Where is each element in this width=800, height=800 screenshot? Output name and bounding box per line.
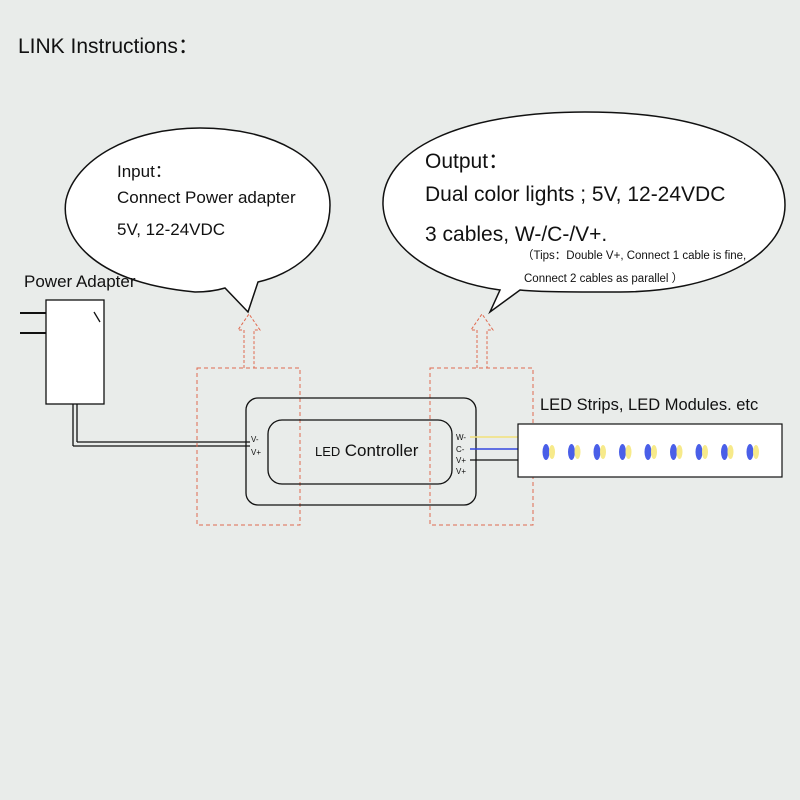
output-tip-line2: Connect 2 cables as parallel ） [524,273,684,285]
output-terminal-highlight [429,367,534,526]
input-terminal-highlight [196,367,301,526]
led-chip-warm [702,445,708,459]
output-pin-v-plus-2: V+ [456,467,467,476]
output-pin-v-plus-1: V+ [456,456,467,465]
power-adapter-label: Power Adapter [24,272,136,291]
led-chip-cool [644,444,652,460]
power-adapter-icon [20,299,250,447]
led-chip-warm [600,445,606,459]
controller-label-big: Controller [344,441,419,460]
led-chip-cool [542,444,550,460]
led-controller-inner [267,419,453,485]
output-tip-line1: （Tips：Double V+, Connect 1 cable is fine… [522,250,747,262]
led-chip-cool [670,444,677,460]
led-chip-cool [721,444,728,460]
led-chips [542,444,759,460]
output-cables: 3 cables, W-/C-/V+. [425,223,608,246]
controller-label-small: LED [315,444,341,459]
led-chip-warm [676,445,683,459]
led-chip-warm [753,445,759,459]
led-strip-label: LED Strips, LED Modules. etc [540,396,759,414]
led-chip-warm [651,445,657,459]
output-pin-w: W- [456,433,467,442]
led-chip-cool [593,444,601,460]
led-chip-cool [695,444,703,460]
led-chip-warm [549,445,555,459]
output-arrow-icon [470,313,494,368]
led-chip-warm [625,445,632,459]
led-controller-body [245,397,477,506]
output-speech-bubble [382,111,786,315]
input-arrow-icon [237,313,261,368]
led-chip-warm [727,445,734,459]
input-pin-v-plus: V+ [251,448,262,457]
output-heading: Output： [425,150,510,173]
output-pin-c: C- [456,445,465,454]
output-text: Dual color lights ; 5V, 12-24VDC [425,183,726,206]
led-chip-cool [619,444,626,460]
led-chip-warm [574,445,581,459]
input-text: Connect Power adapter [117,188,296,207]
controller-label: LED Controller [315,441,418,461]
input-speech-bubble [64,127,331,314]
input-pin-v-minus: V- [251,435,259,444]
input-voltage: 5V, 12-24VDC [117,220,226,239]
led-chip-cool [568,444,575,460]
led-chip-cool [746,444,754,460]
input-heading: Input： [117,162,172,181]
page-title: LINK Instructions： [18,35,199,58]
